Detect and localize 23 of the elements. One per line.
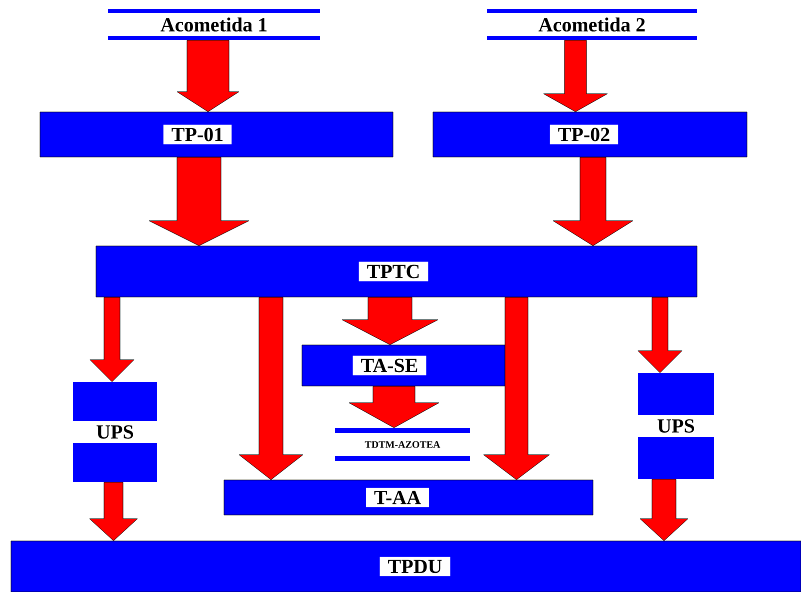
block-arrow bbox=[543, 40, 608, 112]
block-arrow bbox=[176, 40, 240, 112]
block-arrow bbox=[342, 297, 438, 345]
block-arrow bbox=[483, 297, 550, 480]
block-arrow bbox=[348, 386, 440, 428]
block-arrow bbox=[148, 157, 250, 246]
block-arrow bbox=[89, 482, 138, 541]
block-arrow bbox=[638, 297, 682, 374]
block-arrow bbox=[238, 297, 304, 480]
distribution-panel: TP-01 bbox=[40, 112, 394, 158]
distribution-panel: TA-SE bbox=[302, 344, 506, 386]
feeder-label: Acometida 1 bbox=[108, 9, 320, 40]
distribution-panel: T-AA bbox=[224, 480, 594, 516]
feeder-label: TDTM-AZOTEA bbox=[335, 428, 470, 461]
distribution-panel: TPTC bbox=[96, 246, 698, 298]
distribution-panel: TP-02 bbox=[432, 112, 748, 158]
distribution-panel: TPDU bbox=[10, 540, 801, 592]
block-arrow bbox=[90, 297, 134, 382]
ups-block: UPS bbox=[72, 382, 158, 482]
block-arrow bbox=[640, 478, 688, 541]
feeder-label: Acometida 2 bbox=[487, 9, 697, 40]
ups-block: UPS bbox=[638, 373, 714, 479]
block-arrow bbox=[552, 157, 634, 246]
